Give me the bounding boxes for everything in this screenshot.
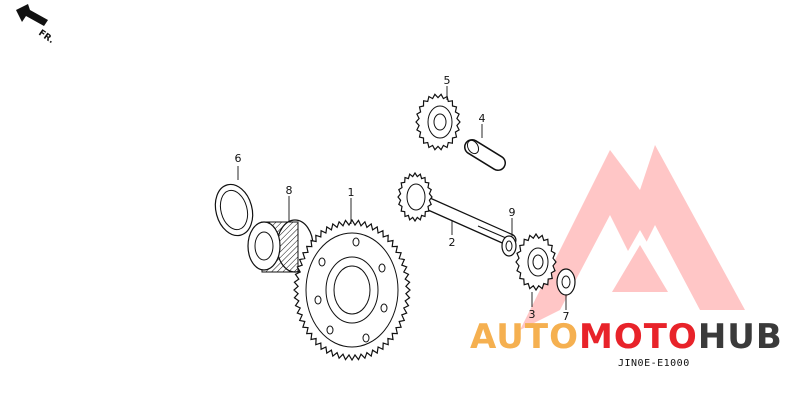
part-8-needle-bearing	[247, 219, 314, 273]
callout-4: 4	[479, 112, 486, 125]
callout-7: 7	[563, 310, 570, 323]
gear1-ring-4	[314, 295, 322, 305]
callout-1: 1	[348, 186, 355, 199]
part-4-pin	[464, 139, 506, 171]
gear1-ring-1	[325, 256, 379, 324]
gear1-ring-2	[333, 265, 371, 315]
drawing-code: JIN0E-E1000	[618, 358, 690, 369]
gear5-ring-0	[427, 105, 453, 139]
gear3-ring-0	[527, 247, 549, 277]
callout-5: 5	[444, 74, 451, 87]
watermark-word-moto: MOTO	[579, 317, 698, 357]
callout-3: 3	[529, 308, 536, 321]
gear1-teeth	[293, 218, 411, 362]
part-1-driven-gear	[293, 218, 411, 362]
gear2-teeth	[397, 171, 433, 223]
gear1-ring-5	[326, 325, 334, 335]
part-3-gear	[515, 232, 557, 292]
callout-8: 8	[286, 184, 293, 197]
leader-lines	[237, 86, 567, 310]
gear1-ring-6	[362, 333, 370, 343]
gear3-teeth	[515, 232, 557, 292]
gear1-ring-8	[378, 263, 386, 273]
callout-6: 6	[235, 152, 242, 165]
watermark-logo	[520, 145, 745, 330]
callout-9: 9	[509, 206, 516, 219]
gear1-ring-3	[318, 257, 326, 267]
callout-2: 2	[449, 236, 456, 249]
part-5-gear	[415, 93, 461, 151]
gear1-ring-9	[352, 237, 360, 247]
front-direction-label: FR.	[36, 28, 55, 46]
gear1-ring-0	[305, 232, 399, 348]
part-6-washer	[214, 183, 254, 237]
gear5-ring-1	[433, 113, 447, 131]
part-2-shaft	[397, 171, 517, 247]
gear2-ring-0	[406, 183, 426, 211]
gear3-ring-1	[532, 254, 544, 270]
part-9-washer	[501, 235, 517, 257]
gear5-teeth	[415, 93, 461, 151]
watermark-word-hub: HUB	[698, 317, 783, 357]
gear1-ring-7	[380, 303, 388, 313]
watermark-wordmark: AUTOMOTOHUB	[470, 317, 783, 357]
front-direction-arrow-icon: FR.	[16, 4, 56, 46]
part-7-washer	[556, 268, 576, 296]
watermark-word-auto: AUTO	[470, 317, 579, 357]
